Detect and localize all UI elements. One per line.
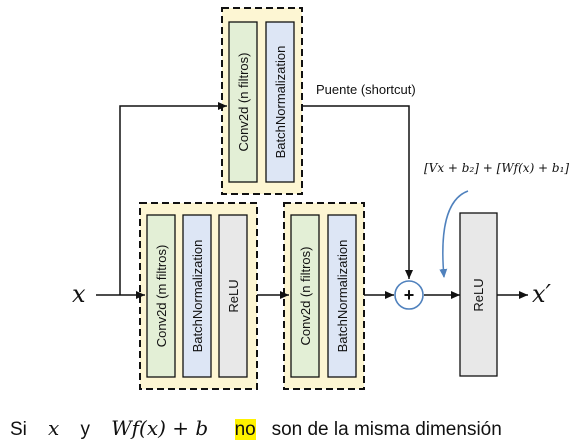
final-relu-layer <box>459 212 498 377</box>
top-branch-arrow <box>119 102 227 295</box>
top-bn-layer <box>265 21 295 183</box>
middle-bn-layer <box>327 214 357 378</box>
caption: Si x y Wf(x) + b no son de la misma dime… <box>10 416 502 446</box>
sum-annotation: [Vx + b₂] + [Wf(x) + b₁] <box>424 161 569 175</box>
middle-conv-layer <box>290 214 320 378</box>
shortcut-label: Puente (shortcut) <box>316 82 416 97</box>
left-bn-layer <box>182 214 212 378</box>
middle-conv-label: Conv2d (n filtros) <box>298 247 313 346</box>
left-relu-label: ReLU <box>226 279 241 312</box>
caption-y: y <box>80 419 90 440</box>
caption-si: Si <box>10 419 27 440</box>
left-relu-layer <box>218 214 248 378</box>
top-conv-layer <box>228 21 258 183</box>
shortcut-arrow <box>302 105 413 279</box>
caption-rest: son de la misma dimensión <box>271 419 502 440</box>
middle-bn-label: BatchNormalization <box>335 240 350 353</box>
diagram-canvas: Conv2d (n filtros) BatchNormalization Co… <box>72 7 569 390</box>
caption-expression: Wf(x) + b <box>111 416 209 440</box>
caption-x: x <box>48 416 60 440</box>
caption-highlight-no: no <box>234 419 256 440</box>
final-relu-label: ReLU <box>471 278 486 311</box>
output-label: x′ <box>532 280 552 308</box>
top-bn-label: BatchNormalization <box>273 46 288 159</box>
left-conv-label: Conv2d (m filtros) <box>154 245 169 348</box>
add-node <box>394 280 424 310</box>
add-symbol: + <box>404 285 415 305</box>
annotation-arrow <box>439 190 469 278</box>
left-conv-layer <box>146 214 176 378</box>
left-bn-label: BatchNormalization <box>190 240 205 353</box>
top-conv-label: Conv2d (n filtros) <box>236 53 251 152</box>
input-label: x <box>72 280 86 308</box>
